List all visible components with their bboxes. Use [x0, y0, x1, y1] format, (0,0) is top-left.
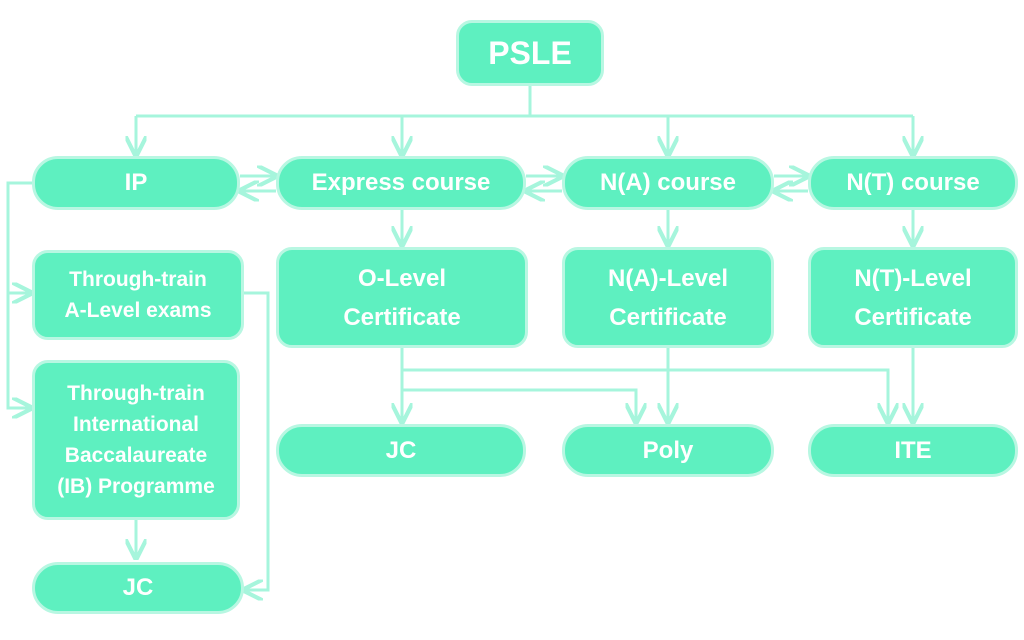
node-olevel-certificate: O-Level Certificate — [276, 247, 528, 348]
node-ip: IP — [32, 156, 240, 210]
node-through-train-alevel: Through-train A-Level exams — [32, 250, 244, 340]
node-psle: PSLE — [456, 20, 604, 86]
node-na-course: N(A) course — [562, 156, 774, 210]
node-ite: ITE — [808, 424, 1018, 477]
node-nalevel-certificate: N(A)-Level Certificate — [562, 247, 774, 348]
node-ip-jc: JC — [32, 562, 244, 614]
node-ntlevel-certificate: N(T)-Level Certificate — [808, 247, 1018, 348]
arrow-olevel-to-poly — [402, 388, 636, 422]
node-nt-course: N(T) course — [808, 156, 1018, 210]
node-poly: Poly — [562, 424, 774, 477]
node-through-train-ib: Through-train International Baccalaureat… — [32, 360, 240, 520]
arrow-olevel-to-ite — [402, 368, 888, 422]
node-express-course: Express course — [276, 156, 526, 210]
arrow-ip-to-ib — [6, 181, 32, 408]
arrow-alevel-to-jc — [244, 291, 270, 590]
node-jc: JC — [276, 424, 526, 477]
